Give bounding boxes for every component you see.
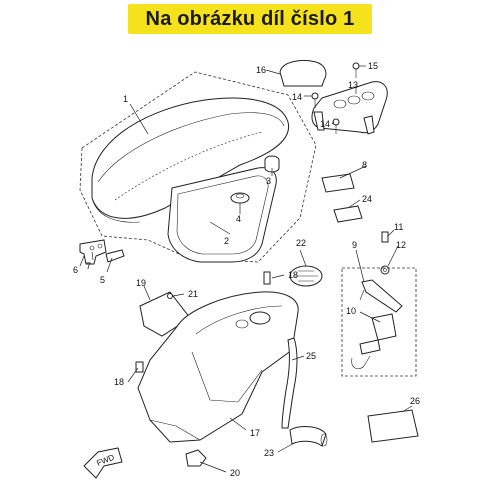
- callout-14-lower: 14: [320, 119, 330, 129]
- callout-24: 24: [362, 194, 372, 204]
- callout-26: 26: [410, 396, 420, 406]
- callout-7: 7: [86, 261, 91, 271]
- label-8-part[interactable]: [321, 173, 355, 193]
- callout-18-upper: 18: [288, 270, 298, 280]
- drain-hose-25-part[interactable]: [281, 337, 298, 429]
- callout-18-lower: 18: [114, 377, 124, 387]
- bolt-18-upper[interactable]: [263, 271, 271, 285]
- callout-5: 5: [100, 275, 105, 285]
- callout-6: 6: [73, 265, 78, 275]
- callout-10: 10: [346, 306, 356, 316]
- callout-23: 23: [264, 448, 274, 458]
- callout-25: 25: [306, 351, 316, 361]
- callout-12: 12: [396, 240, 406, 250]
- luggage-box-17-part[interactable]: [137, 291, 299, 443]
- callout-2: 2: [224, 236, 229, 246]
- bolt-15[interactable]: [352, 62, 360, 78]
- callout-13: 13: [348, 80, 358, 90]
- bolt-11[interactable]: [381, 231, 389, 243]
- tube-23-part[interactable]: [289, 426, 328, 447]
- callout-labels: 1 2 3 4 5 6 7 8 9 10 11 12 13 14 14 15 1…: [73, 61, 420, 478]
- callout-19: 19: [136, 278, 146, 288]
- callout-11: 11: [394, 222, 403, 232]
- callout-9: 9: [352, 240, 357, 250]
- leader-lines: [79, 65, 413, 473]
- seat-lock-part[interactable]: [359, 279, 403, 313]
- sheet-26-part[interactable]: [367, 409, 419, 443]
- callout-17: 17: [250, 428, 260, 438]
- nut-20[interactable]: [185, 449, 207, 467]
- cap-part[interactable]: [230, 192, 250, 204]
- pad-part[interactable]: [279, 59, 327, 87]
- bolt-14-lower[interactable]: [332, 118, 340, 134]
- callout-21: 21: [188, 289, 198, 299]
- hinge-bracket-part[interactable]: [79, 239, 125, 265]
- callout-4: 4: [236, 214, 241, 224]
- seat-assembly-outline: [79, 71, 317, 263]
- callout-3: 3: [266, 176, 271, 186]
- washer-12[interactable]: [380, 265, 390, 275]
- part-banner: Na obrázku díl číslo 1: [128, 4, 372, 34]
- fwd-arrow-icon: FWD: [83, 447, 123, 479]
- grab-rail-part[interactable]: [311, 81, 388, 135]
- seat-part[interactable]: [91, 97, 290, 223]
- label-24-part[interactable]: [333, 205, 363, 223]
- callout-20: 20: [230, 468, 240, 478]
- seat-lock-assembly-outline: [341, 267, 417, 377]
- callout-14-upper: 14: [292, 92, 302, 102]
- screw-21[interactable]: [167, 293, 173, 299]
- key-cylinder-part[interactable]: [351, 313, 397, 370]
- banner-text: Na obrázku díl číslo 1: [145, 7, 355, 30]
- callout-22: 22: [296, 238, 306, 248]
- emblem-22-part[interactable]: [289, 265, 323, 287]
- callout-1: 1: [123, 94, 128, 104]
- bolt-18-lower[interactable]: [135, 361, 144, 373]
- callout-15: 15: [368, 61, 378, 71]
- callout-16: 16: [256, 65, 266, 75]
- callout-8: 8: [362, 160, 367, 170]
